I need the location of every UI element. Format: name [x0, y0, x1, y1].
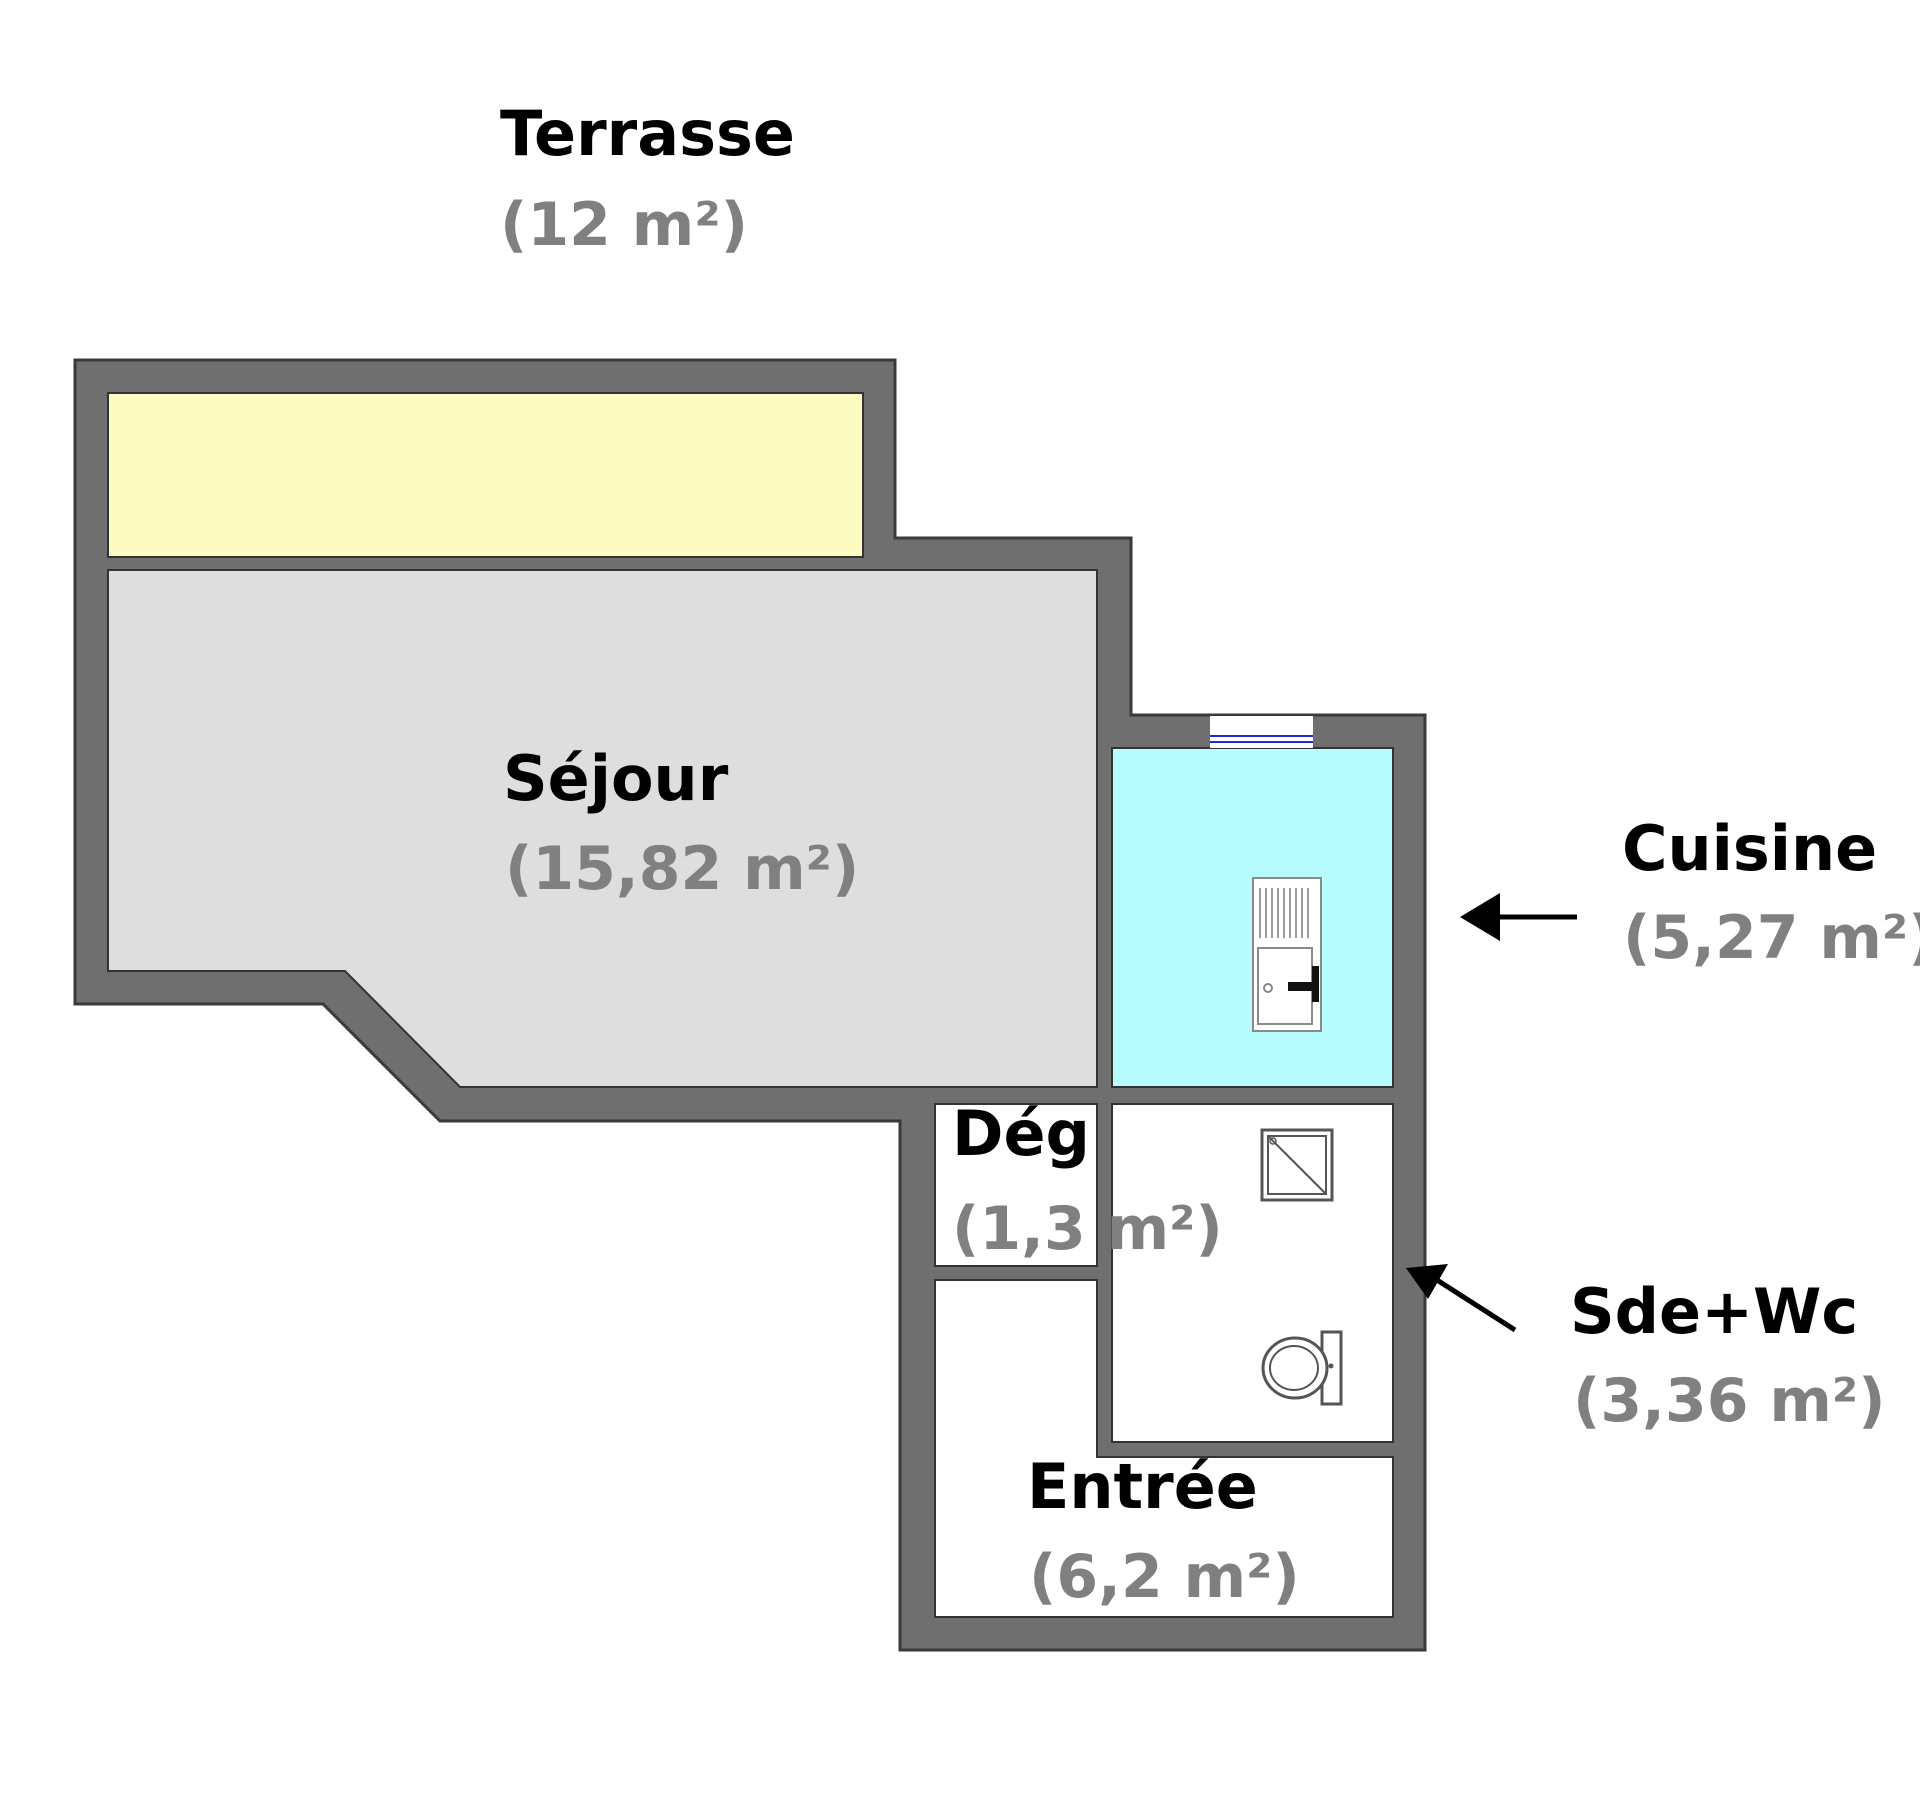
cuisine-area: (5,27 m²) [1623, 903, 1920, 973]
cuisine-window [1210, 716, 1313, 748]
sde-wc-name: Sde+Wc [1570, 1275, 1858, 1348]
sde-wc-area: (3,36 m²) [1573, 1366, 1886, 1436]
room-sejour-fill [107, 569, 1098, 1088]
room-terrasse-fill [107, 392, 864, 558]
room-entree-fill [934, 1279, 1394, 1618]
room-sde-wc-fill [1111, 1103, 1394, 1443]
sejour-area: (15,82 m²) [505, 834, 859, 904]
toilet-icon [1261, 1330, 1343, 1406]
entree-name: Entrée [1027, 1450, 1258, 1523]
cuisine-name: Cuisine [1622, 812, 1877, 885]
arrow-icon [1406, 1264, 1517, 1333]
terrasse-name: Terrasse [500, 97, 795, 170]
sejour-name: Séjour [503, 742, 729, 815]
entree-area: (6,2 m²) [1029, 1542, 1300, 1612]
sink-icon [1252, 877, 1322, 1032]
room-deg-fill [934, 1103, 1098, 1267]
terrasse-area: (12 m²) [500, 190, 748, 260]
deg-area: (1,3 m²) [952, 1194, 1223, 1264]
arrow-icon [1460, 893, 1577, 941]
shower-icon [1260, 1128, 1334, 1202]
deg-name: Dég [952, 1097, 1090, 1170]
